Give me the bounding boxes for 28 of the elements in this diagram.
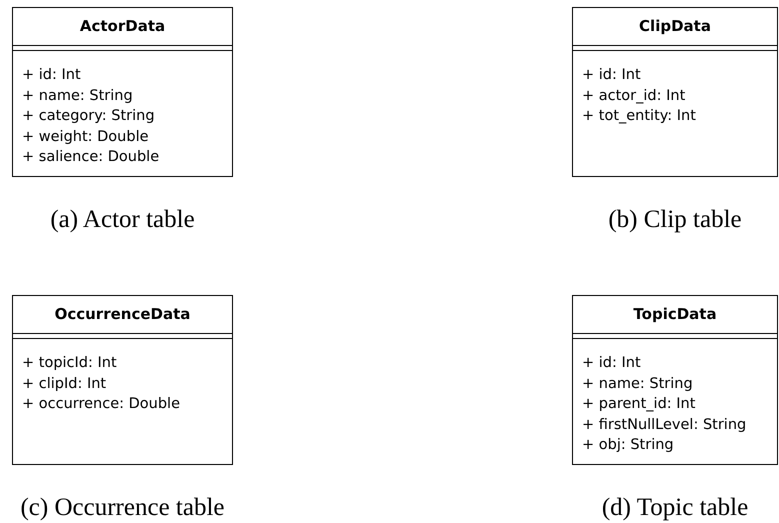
attribute-text: + category: String xyxy=(22,107,156,126)
attribute-text: + actor_id: Int xyxy=(582,86,686,106)
attribute-text: + name: String xyxy=(582,374,694,394)
attribute-text: + firstNullLevel: String xyxy=(582,416,748,434)
attribute-text: + parent_id: Int xyxy=(582,395,696,414)
table-label: (c) Occurrence table xyxy=(20,493,225,523)
attribute-text: + id: Int xyxy=(22,66,82,85)
attribute-text: + tot_entity: Int xyxy=(582,107,697,126)
attribute-text: + obj: String xyxy=(582,436,675,455)
class-box xyxy=(572,7,778,177)
attribute-text: + topicId: Int xyxy=(22,354,118,373)
class-name: ClipData xyxy=(639,16,711,38)
class-box xyxy=(12,295,233,465)
class-name: ActorData xyxy=(80,16,166,38)
attribute-text: + weight: Double xyxy=(22,128,150,146)
attribute-text: + name: String xyxy=(22,86,134,106)
class-box xyxy=(12,7,233,177)
attribute-text: + id: Int xyxy=(582,354,642,373)
table-label: (d) Topic table xyxy=(602,493,748,523)
attribute-text: + id: Int xyxy=(582,66,642,85)
class-name: OccurrenceData xyxy=(54,304,190,326)
class-box xyxy=(572,295,778,465)
attribute-text: + occurrence: Double xyxy=(22,395,181,414)
attribute-text: + salience: Double xyxy=(22,148,160,167)
attribute-text: + clipId: Int xyxy=(22,374,108,394)
table-label: (b) Clip table xyxy=(608,205,742,235)
table-label: (a) Actor table xyxy=(50,205,195,235)
class-name: TopicData xyxy=(633,304,717,326)
